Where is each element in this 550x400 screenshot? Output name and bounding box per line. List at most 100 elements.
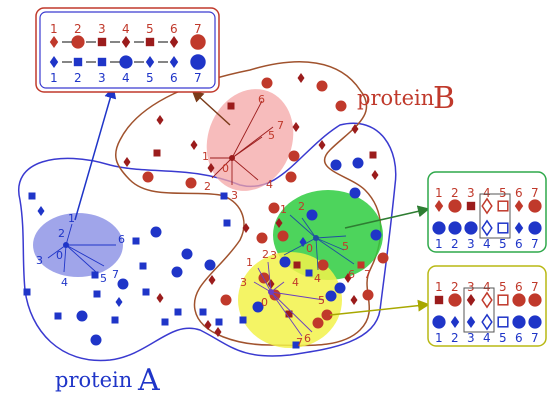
top_left-blue-number: 5 — [146, 71, 154, 85]
green-spoke-label: 2 — [298, 200, 305, 213]
node-square — [93, 290, 101, 298]
yellow-red-number: 7 — [531, 280, 539, 294]
pink-hub-node — [229, 155, 235, 161]
yellow-bottom-diamond — [466, 316, 476, 328]
green-red-number: 3 — [467, 186, 475, 200]
green-spoke-label: 5 — [342, 240, 349, 253]
top_left-blue-number: 3 — [98, 71, 106, 85]
yellow-red-number: 6 — [515, 280, 523, 294]
yellow-blue-number: 1 — [435, 331, 443, 345]
yellow-top-circle — [528, 293, 542, 307]
node-square — [215, 318, 223, 326]
green-blue-number: 5 — [499, 237, 507, 251]
node-diamond — [351, 124, 359, 134]
node-circle — [279, 256, 291, 268]
yellow-red-number: 2 — [451, 280, 459, 294]
top_left-red-number: 7 — [194, 22, 202, 36]
yellow-blue-number: 2 — [451, 331, 459, 345]
blue-edge — [65, 244, 97, 273]
node-square — [28, 192, 36, 200]
pink-spoke-label: 4 — [266, 178, 273, 191]
yellow-blue-number: 5 — [499, 331, 507, 345]
yellow-hub-node — [268, 289, 274, 295]
pink-hub-label: 0 — [222, 162, 229, 175]
node-circle — [325, 290, 337, 302]
blue-edge — [65, 223, 73, 246]
node-circle — [335, 100, 347, 112]
green-blue-number: 1 — [435, 237, 443, 251]
yellow-highlight-frame — [463, 287, 495, 333]
node-square — [369, 151, 377, 159]
node-square — [153, 149, 161, 157]
yellow-blue-number: 3 — [467, 331, 475, 345]
pink-spoke-label: 6 — [258, 93, 265, 106]
green-red-number: 4 — [483, 186, 491, 200]
node-circle — [150, 226, 162, 238]
green-edge — [315, 237, 355, 265]
node-diamond — [267, 279, 275, 289]
yellow-spoke-label: 5 — [318, 294, 325, 307]
top_left-top-diamond — [169, 36, 179, 48]
yellow-red-number: 3 — [467, 280, 475, 294]
node-diamond — [208, 275, 216, 285]
node-diamond — [297, 73, 305, 83]
top_left-red-number: 3 — [98, 22, 106, 36]
yellow-bottom-circle — [528, 315, 542, 329]
blue-edge — [47, 244, 67, 259]
top_left-blue-number: 4 — [122, 71, 130, 85]
blue-hub-node — [63, 242, 69, 248]
green-red-number: 1 — [435, 186, 443, 200]
node-diamond — [350, 295, 358, 305]
green-top-square — [466, 201, 476, 211]
scatter-nodes — [23, 73, 389, 349]
node-square — [285, 310, 293, 318]
blue-spoke-label: 4 — [61, 276, 68, 289]
top_left-blue-number: 7 — [194, 71, 202, 85]
green-spoke-label: 3 — [270, 249, 277, 262]
top_left-blue-number: 6 — [170, 71, 178, 85]
node-circle — [316, 80, 328, 92]
node-diamond — [115, 297, 123, 307]
node-diamond — [242, 223, 250, 233]
arrow-to-top-left-box — [74, 86, 117, 221]
pink-edge — [211, 157, 233, 179]
pink-edge — [231, 157, 259, 181]
yellow-bottom-diamond — [450, 316, 460, 328]
top_left-top-square — [97, 37, 107, 47]
pink-spoke-label: 7 — [277, 119, 284, 132]
green-red-number: 6 — [515, 186, 523, 200]
green-edge — [315, 235, 347, 239]
protein-a-label: protein — [55, 368, 132, 392]
node-diamond — [299, 237, 307, 247]
yellow-blue-number: 7 — [531, 331, 539, 345]
node-square — [111, 316, 119, 324]
yellow-top-circle — [512, 293, 526, 307]
node-square — [357, 261, 365, 269]
node-diamond — [37, 206, 45, 216]
green-edge — [283, 237, 317, 256]
green-bottom-circle — [448, 221, 462, 235]
node-square — [239, 316, 247, 324]
top_left-bottom-diamond — [49, 56, 59, 68]
yellow-edge — [267, 261, 272, 293]
node-square — [23, 288, 31, 296]
blue-spoke-label: 3 — [36, 254, 43, 267]
node-circle — [220, 294, 232, 306]
green-bottom-circle — [432, 221, 446, 235]
node-circle — [171, 266, 183, 278]
protein-a-letter: A — [137, 363, 160, 398]
blue-spoke-label: 5 — [100, 272, 107, 285]
node-square — [161, 318, 169, 326]
node-circle — [117, 278, 129, 290]
node-diamond — [275, 218, 283, 228]
node-circle — [76, 310, 88, 322]
node-square — [139, 262, 147, 270]
green-edge — [301, 217, 317, 239]
yellow-red-number: 1 — [435, 280, 443, 294]
node-square — [174, 308, 182, 316]
protein-a-region — [17, 122, 397, 362]
